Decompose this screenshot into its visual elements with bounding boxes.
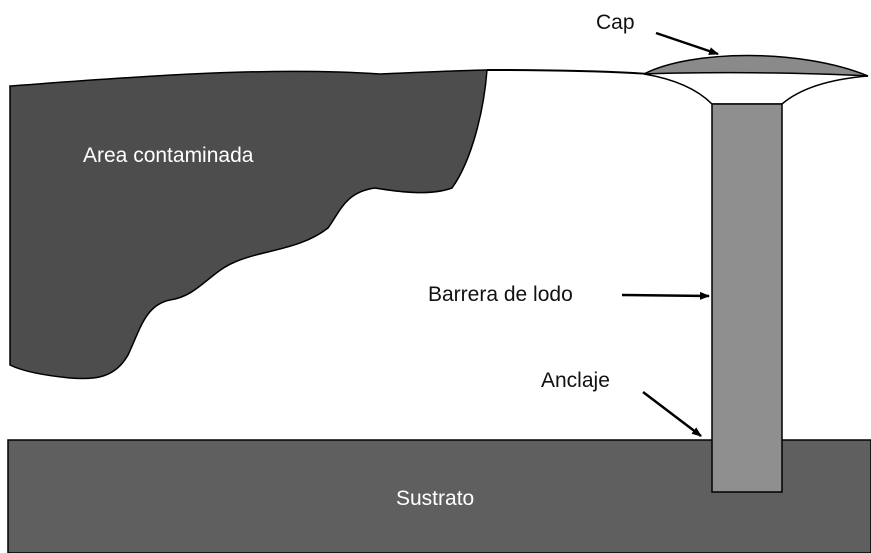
substrate-label: Sustrato <box>396 487 475 510</box>
barrier-arrow <box>621 291 710 300</box>
anchor-arrow <box>642 391 702 437</box>
cap-funnel <box>643 73 869 105</box>
anchor-label: Anclaje <box>541 369 610 392</box>
contaminated-area-label: Area contaminada <box>83 144 254 167</box>
cap-shape <box>643 54 869 77</box>
contaminated-area-shape <box>9 69 488 380</box>
cap-label: Cap <box>596 11 635 34</box>
slurry-barrier-label: Barrera de lodo <box>428 283 573 306</box>
cap-arrow <box>655 31 719 56</box>
slurry-barrier <box>711 103 783 493</box>
ground-surface-line <box>486 69 651 75</box>
